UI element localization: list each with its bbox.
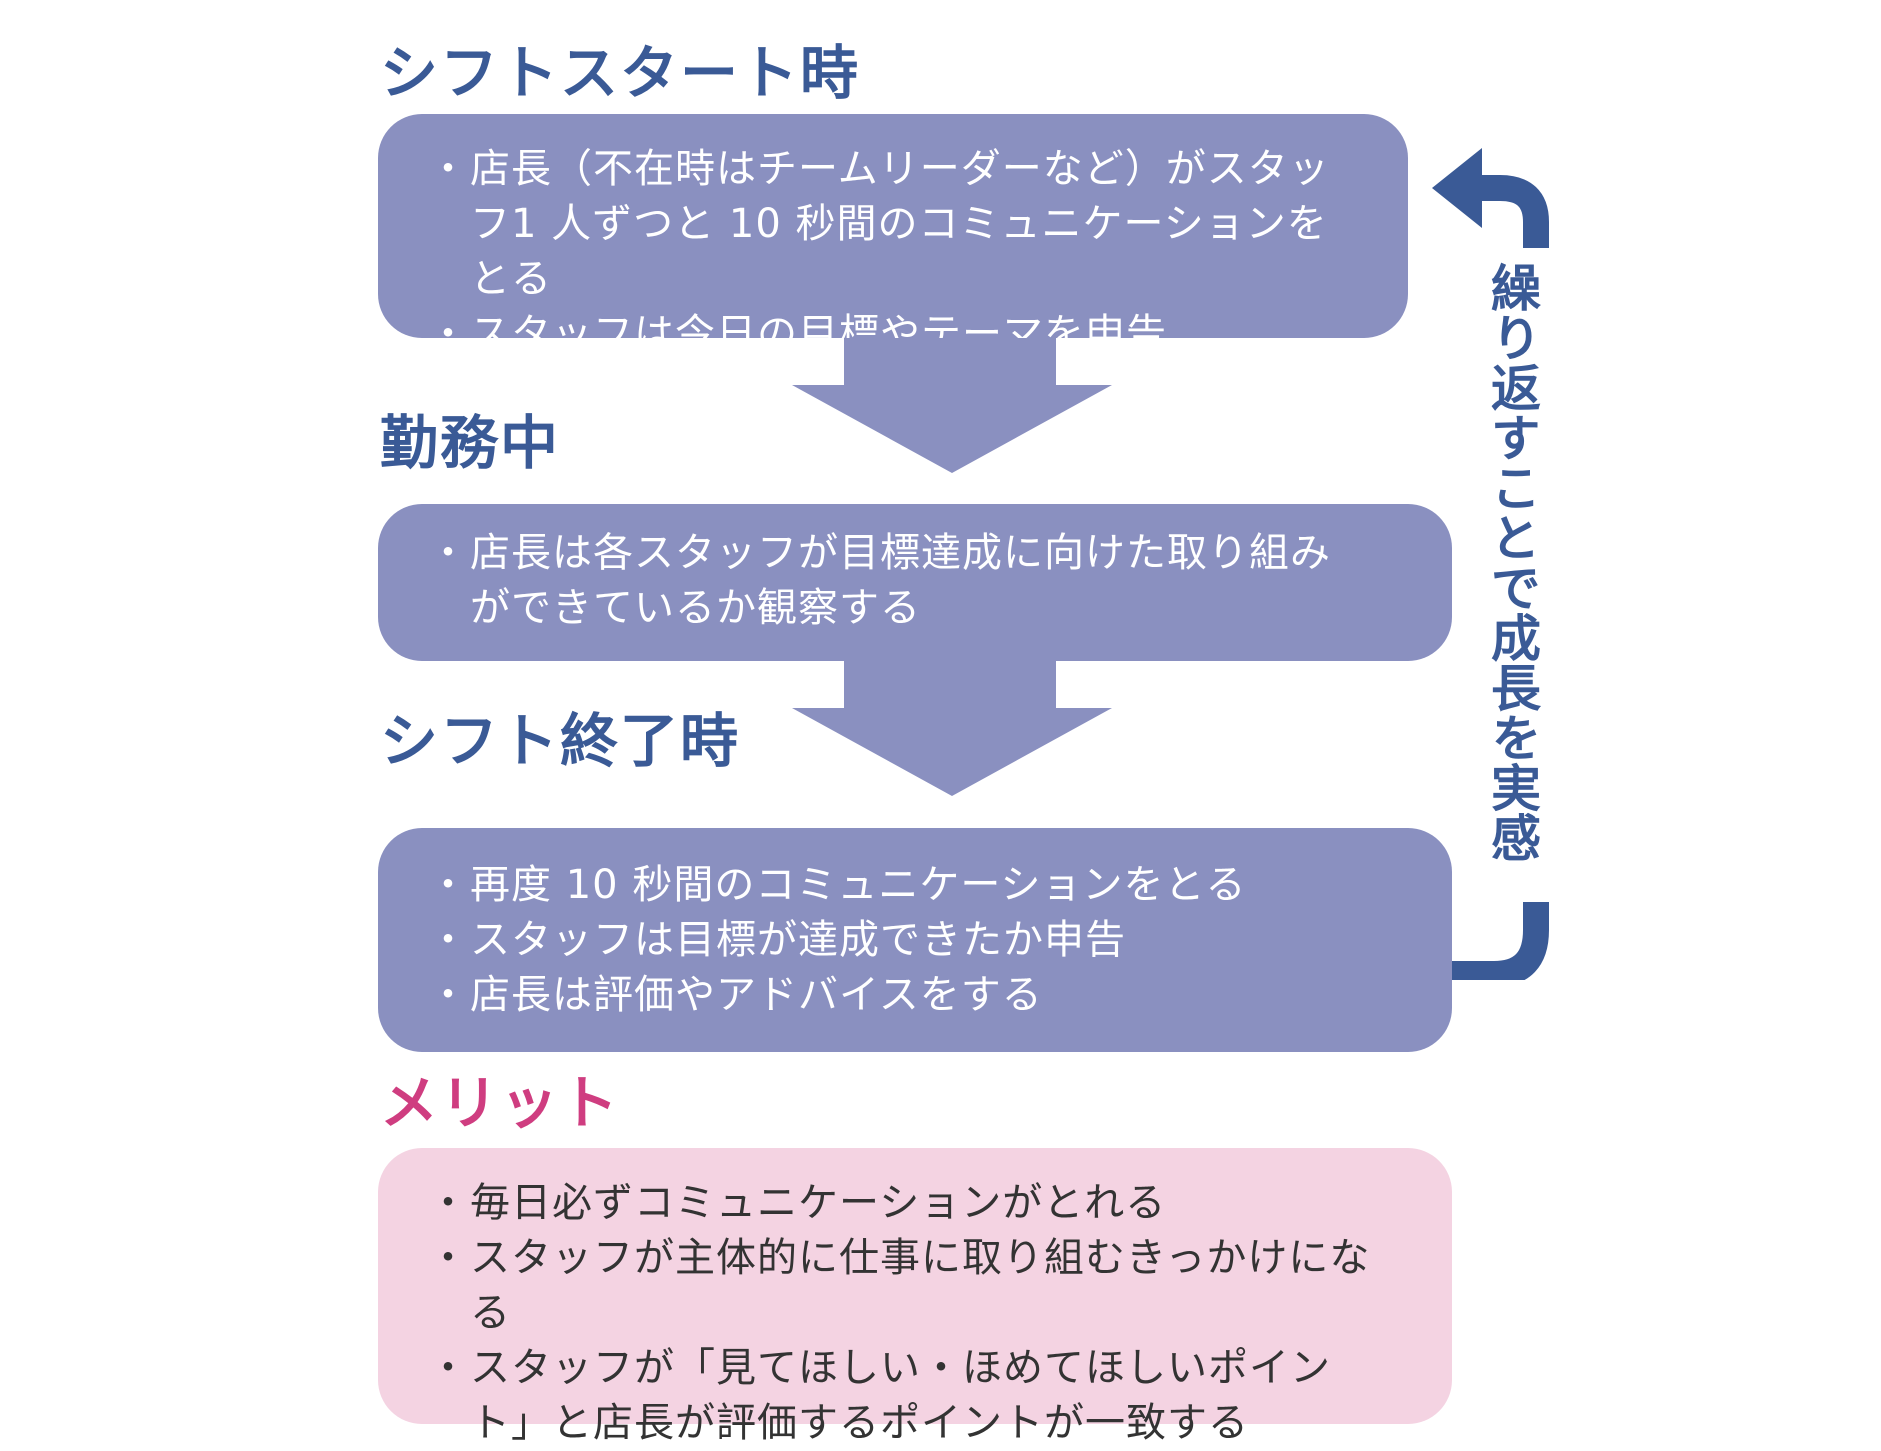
stage-list-shift-end: 再度 10 秒間のコミュニケーションをとる スタッフは目標が達成できたか申告 店… xyxy=(428,858,1402,1023)
stage-heading-during-work: 勤務中 xyxy=(380,409,561,477)
stage-heading-shift-start: シフトスタート時 xyxy=(380,39,861,107)
list-item: 再度 10 秒間のコミュニケーションをとる xyxy=(428,858,1402,913)
stage-box-shift-start: 店長（不在時はチームリーダーなど）がスタッフ1 人ずつと 10 秒間のコミュニケ… xyxy=(378,114,1408,362)
merit-list: 毎日必ずコミュニケーションがとれる スタッフが主体的に仕事に取り組むきっかけにな… xyxy=(428,1176,1402,1451)
list-item: スタッフは目標が達成できたか申告 xyxy=(428,913,1402,968)
stage-list-shift-start: 店長（不在時はチームリーダーなど）がスタッフ1 人ずつと 10 秒間のコミュニケ… xyxy=(428,142,1358,362)
list-item: スタッフが主体的に仕事に取り組むきっかけになる xyxy=(428,1231,1402,1341)
list-item: 店長は評価やアドバイスをする xyxy=(428,968,1402,1023)
list-item: スタッフが「見てほしい・ほめてほしいポイント」と店長が評価するポイントが一致する xyxy=(428,1341,1380,1451)
flow-arrow-down xyxy=(792,661,1112,796)
stage-heading-shift-end: シフト終了時 xyxy=(380,707,741,775)
list-item: 店長（不在時はチームリーダーなど）がスタッフ1 人ずつと 10 秒間のコミュニケ… xyxy=(428,142,1350,307)
merit-heading: メリット xyxy=(380,1069,621,1137)
flow-arrow-down xyxy=(792,338,1112,473)
repeat-loop-label: 繰り返すことで成長を実感 xyxy=(1483,262,1541,862)
list-item: 店長は各スタッフが目標達成に向けた取り組みができているか観察する xyxy=(428,526,1370,636)
list-item: 毎日必ずコミュニケーションがとれる xyxy=(428,1176,1402,1231)
stage-list-during-work: 店長は各スタッフが目標達成に向けた取り組みができているか観察する xyxy=(428,526,1402,636)
stage-box-shift-end: 再度 10 秒間のコミュニケーションをとる スタッフは目標が達成できたか申告 店… xyxy=(378,828,1452,1052)
repeat-loop-arrow-icon xyxy=(1410,140,1550,987)
merit-box: 毎日必ずコミュニケーションがとれる スタッフが主体的に仕事に取り組むきっかけにな… xyxy=(378,1148,1452,1446)
stage-box-during-work: 店長は各スタッフが目標達成に向けた取り組みができているか観察する xyxy=(378,504,1452,661)
